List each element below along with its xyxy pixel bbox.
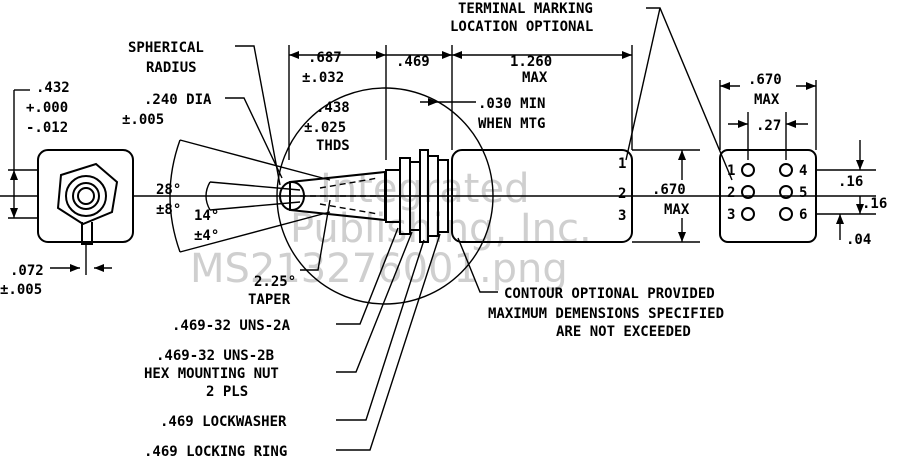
angle-28-tol: ±8° xyxy=(156,202,181,218)
hex-nut-label: HEX MOUNTING NUT xyxy=(144,366,279,382)
dim-432-tol-plus: +.000 xyxy=(26,100,68,116)
dim-687: .687 xyxy=(308,50,342,66)
end-view xyxy=(700,80,876,243)
dim-030-min: .030 MIN xyxy=(478,96,545,112)
end-terminal-4: 4 xyxy=(799,163,807,179)
end-terminal-3: 3 xyxy=(727,207,735,223)
dim-438: .438 xyxy=(316,100,350,116)
side-view xyxy=(160,7,733,451)
dim-030-when-mtg: WHEN MTG xyxy=(478,116,545,132)
dim-670-end: .670 xyxy=(748,72,782,88)
watermark-line1: Integrated xyxy=(320,166,529,212)
dim-072-tol: ±.005 xyxy=(0,282,42,298)
dim-1260-max: MAX xyxy=(522,70,548,86)
front-view xyxy=(0,89,160,275)
dim-240-dia: .240 DIA xyxy=(144,92,212,108)
watermark-line3: MS213276001.png xyxy=(190,246,568,292)
dim-469: .469 xyxy=(396,54,430,70)
dim-432-tol-minus: -.012 xyxy=(26,120,68,136)
side-terminal-2: 2 xyxy=(618,186,626,202)
end-terminals xyxy=(741,163,793,221)
end-terminal-1: 1 xyxy=(727,163,735,179)
dim-438-thds: THDS xyxy=(316,138,350,154)
angle-14: 14° xyxy=(194,208,219,224)
dim-432: .432 xyxy=(36,80,70,96)
dim-04: .04 xyxy=(846,232,871,248)
dim-27: .27 xyxy=(756,118,781,134)
end-terminal-numbers: 1 2 3 4 5 6 xyxy=(727,163,807,223)
contour-line2: MAXIMUM DEMENSIONS SPECIFIED xyxy=(488,306,724,322)
contour-line1: CONTOUR OPTIONAL PROVIDED xyxy=(504,286,715,302)
dim-438-tol: ±.025 xyxy=(304,120,346,136)
dim-670-end-max: MAX xyxy=(754,92,780,108)
end-terminal-2: 2 xyxy=(727,185,735,201)
dimension-labels: TERMINAL MARKING LOCATION OPTIONAL SPHER… xyxy=(0,1,887,460)
contour-line3: ARE NOT EXCEEDED xyxy=(556,324,691,340)
end-terminal-5: 5 xyxy=(799,185,807,201)
dim-670-side-max: MAX xyxy=(664,202,690,218)
dim-1260: 1.260 xyxy=(510,54,552,70)
dim-072: .072 xyxy=(10,263,44,279)
watermark-line2: Publishing, Inc. xyxy=(290,206,592,252)
dim-687-tol: ±.032 xyxy=(302,70,344,86)
end-terminal-6: 6 xyxy=(799,207,807,223)
angle-14-tol: ±4° xyxy=(194,228,219,244)
side-terminal-numbers: 1 2 3 xyxy=(618,156,626,224)
taper-label: TAPER xyxy=(248,292,291,308)
watermark: Integrated Publishing, Inc. MS213276001.… xyxy=(190,166,592,292)
terminal-marking-line1: TERMINAL MARKING xyxy=(458,1,593,17)
uns-2a-label: .469-32 UNS-2A xyxy=(172,318,291,334)
lockwasher-label: .469 LOCKWASHER xyxy=(160,414,287,430)
dim-16-b: .16 xyxy=(862,196,887,212)
dim-240-tol: ±.005 xyxy=(122,112,164,128)
two-pls-label: 2 PLS xyxy=(206,384,248,400)
taper-angle: 2.25° xyxy=(254,274,296,290)
spherical-label-line1: SPHERICAL xyxy=(128,40,204,56)
dim-670-side: .670 xyxy=(652,182,686,198)
terminal-marking-line2: LOCATION OPTIONAL xyxy=(450,19,593,35)
locking-ring-label: .469 LOCKING RING xyxy=(144,444,287,458)
dim-16-a: .16 xyxy=(838,174,863,190)
spherical-label-line2: RADIUS xyxy=(146,60,197,76)
uns-2b-label: .469-32 UNS-2B xyxy=(156,348,274,364)
angle-28: 28° xyxy=(156,182,181,198)
side-terminal-3: 3 xyxy=(618,208,626,224)
side-terminal-1: 1 xyxy=(618,156,626,172)
